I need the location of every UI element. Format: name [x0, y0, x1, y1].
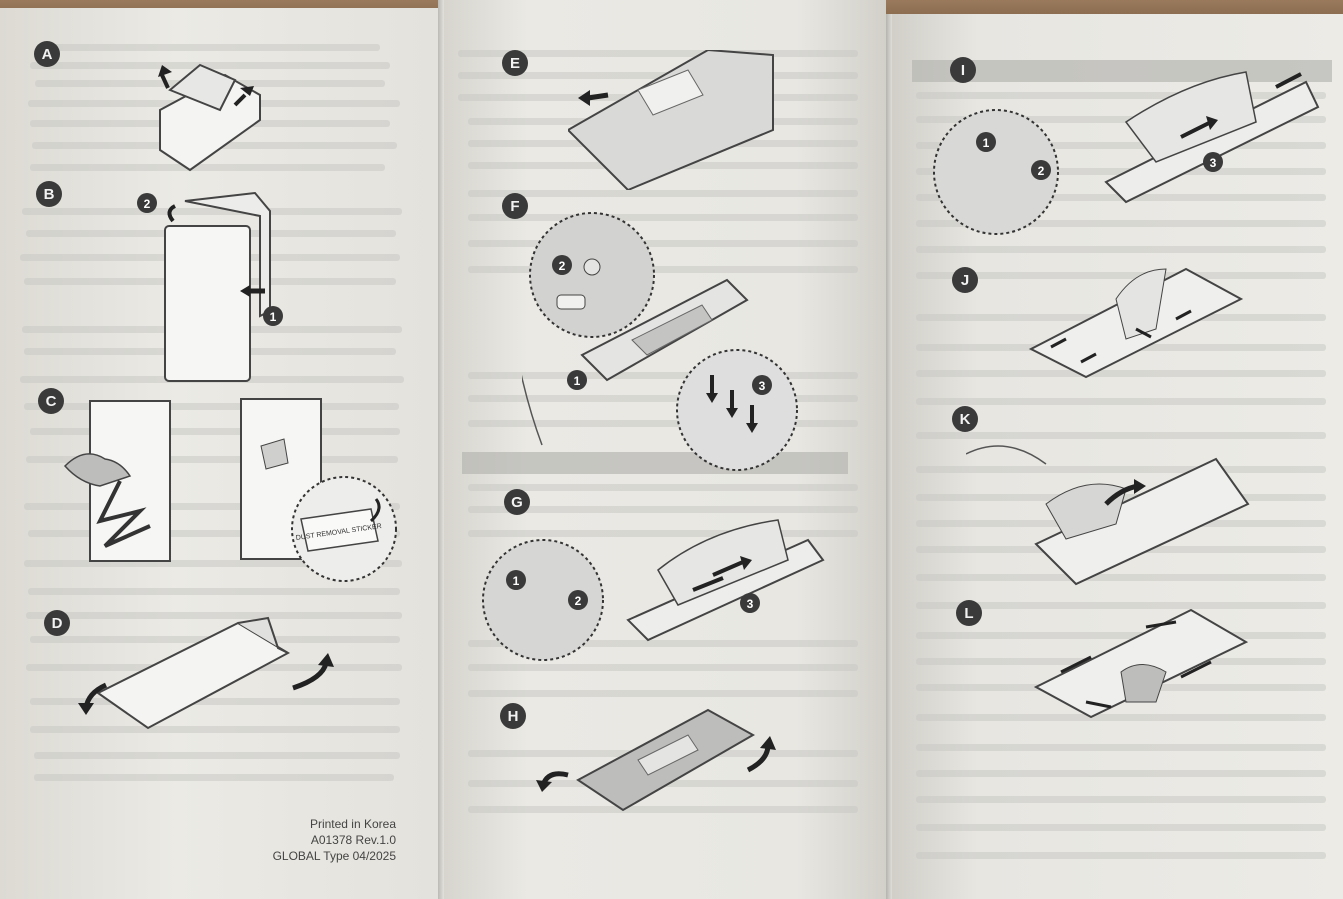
- step-badge-h: H: [500, 703, 526, 729]
- phone-on-tray-icon: [78, 616, 334, 730]
- svg-text:3: 3: [1210, 156, 1217, 170]
- applicator-tray-icon: [158, 63, 261, 172]
- applicator-tray-icon: 1 2 3: [482, 519, 825, 661]
- print-info-line3: GLOBAL Type 04/2025: [272, 849, 396, 863]
- phone-on-tray-icon: [1028, 267, 1244, 379]
- applicator-tray-icon: 1 2 3: [933, 71, 1320, 235]
- svg-text:1: 1: [270, 310, 277, 324]
- svg-text:3: 3: [747, 597, 754, 611]
- phone-on-tray-icon: [966, 445, 1250, 586]
- manual-panel-right: I 1 2 3 J K: [886, 14, 1343, 899]
- svg-text:3: 3: [759, 379, 766, 393]
- svg-text:2: 2: [144, 197, 151, 211]
- step-badge-i: I: [950, 57, 976, 83]
- print-info: Printed in Korea A01378 Rev.1.0 GLOBAL T…: [250, 816, 396, 864]
- manual-panel-left: A B 2 1 C: [0, 8, 438, 899]
- applicator-tray-icon: 2 1 3: [522, 212, 798, 471]
- step-badge-j: J: [952, 267, 978, 293]
- step-badge-g: G: [504, 489, 530, 515]
- protector-film-icon: [568, 50, 774, 190]
- step-badge-k: K: [952, 406, 978, 432]
- step-badge-d: D: [44, 610, 70, 636]
- phone-icon: 2 1: [137, 191, 283, 382]
- phone-on-tray-icon: [536, 708, 776, 812]
- phone-on-tray-icon: [1033, 608, 1249, 719]
- step-badge-l: L: [956, 600, 982, 626]
- svg-text:1: 1: [513, 574, 520, 588]
- svg-text:1: 1: [574, 374, 581, 388]
- print-info-line1: Printed in Korea: [309, 817, 396, 831]
- step-badge-c: C: [38, 388, 64, 414]
- svg-text:2: 2: [559, 259, 566, 273]
- manual-panel-middle: E F 2 1 3: [438, 0, 886, 899]
- step-badge-a: A: [34, 41, 60, 67]
- print-info-line2: A01378 Rev.1.0: [310, 833, 396, 847]
- svg-text:2: 2: [575, 594, 582, 608]
- step-badge-b: B: [36, 181, 62, 207]
- step-badge-f: F: [502, 193, 528, 219]
- svg-text:2: 2: [1038, 164, 1045, 178]
- cloth-icon: [63, 400, 171, 562]
- protector-film-icon: DUST REMOVAL STICKER: [240, 398, 397, 582]
- svg-text:1: 1: [983, 136, 990, 150]
- step-badge-e: E: [502, 50, 528, 76]
